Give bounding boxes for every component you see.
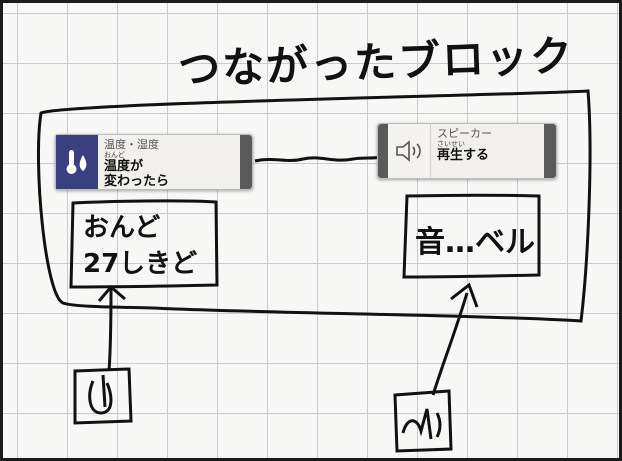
- temperature-card-line2: 変わったら: [104, 174, 170, 189]
- temperature-box-line2: 27しきど: [83, 249, 198, 279]
- temperature-card-connector-tab: [240, 135, 252, 189]
- ink-arrow-right: [431, 282, 479, 396]
- speaker-icon-box: [388, 124, 431, 178]
- ink-sensor-block: [73, 367, 133, 425]
- temperature-icon-box: [56, 135, 98, 189]
- speaker-card-connector-left: [378, 124, 388, 178]
- ink-speaker-box: [402, 193, 541, 279]
- speaker-icon: [396, 140, 421, 162]
- temperature-block-card[interactable]: 温度・湿度 おんど 温度が 変わったら: [55, 134, 253, 190]
- speaker-card-ruby: さいせい: [437, 140, 465, 148]
- speaker-box-text: 音…ベル: [415, 225, 535, 260]
- temperature-card-category: 温度・湿度: [104, 138, 159, 151]
- temperature-card-body: 温度・湿度 おんど 温度が 変わったら: [98, 135, 240, 189]
- temperature-card-line1: 温度が: [104, 159, 144, 174]
- speaker-card-line1: 再生する: [437, 148, 490, 163]
- temperature-card-ruby: おんど: [104, 151, 125, 159]
- speaker-card-category: スピーカー: [437, 127, 492, 140]
- speaker-block-card[interactable]: スピーカー さいせい 再生する: [377, 123, 557, 179]
- ink-arrow-left: [97, 284, 126, 372]
- speaker-card-body: スピーカー さいせい 再生する: [431, 124, 544, 178]
- ink-temp-box: [69, 199, 219, 289]
- ink-connector-line: [254, 155, 382, 163]
- ink-outer-frame: [36, 89, 592, 323]
- thermometer-droplet-icon: [66, 150, 87, 174]
- speaker-card-connector-tab: [544, 124, 556, 178]
- ink-speaker-block: [393, 389, 453, 453]
- ink-drawing: [36, 89, 592, 453]
- temperature-box-line1: おんど: [83, 213, 161, 243]
